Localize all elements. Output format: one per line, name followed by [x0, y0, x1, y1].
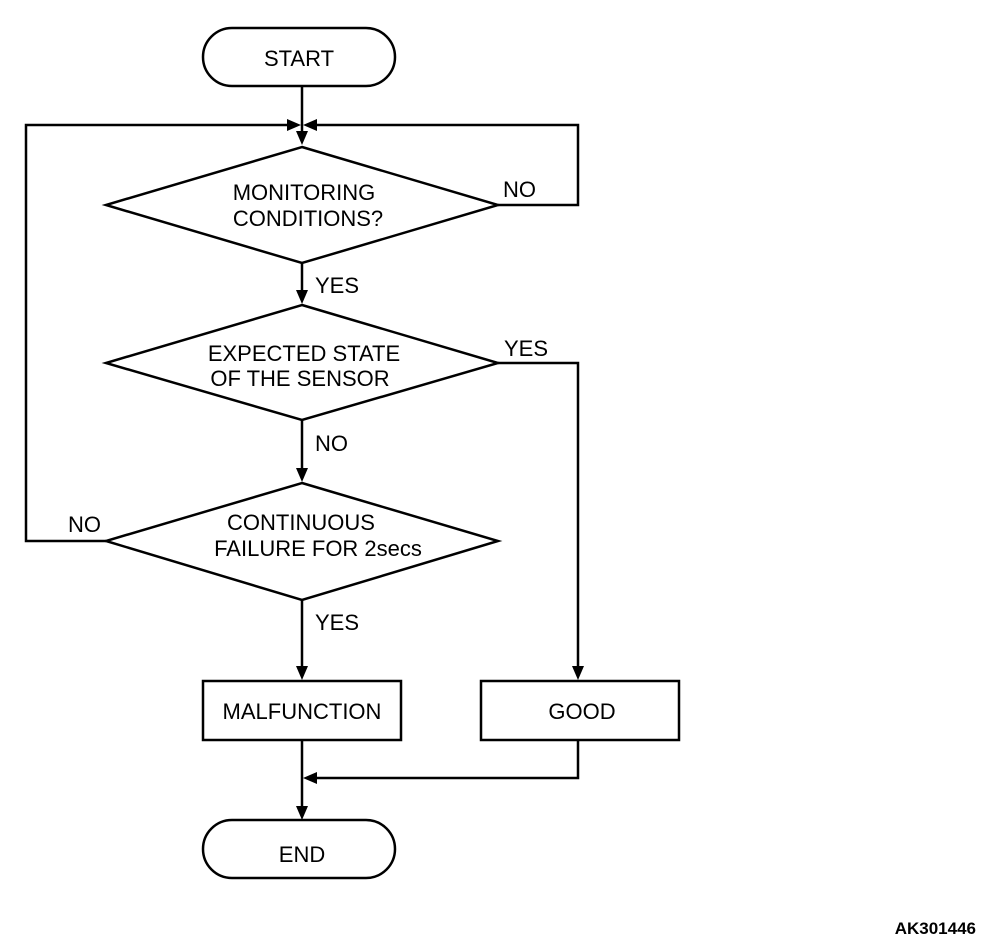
continuous-label-line2: FAILURE FOR 2secs: [214, 536, 422, 561]
expected-no-label: NO: [315, 431, 348, 456]
reference-code: AK301446: [895, 919, 976, 938]
expected-label-line2: OF THE SENSOR: [210, 366, 389, 391]
good-box: [479, 679, 681, 742]
arrow-into-end: [296, 806, 308, 820]
arrow-good-join: [303, 772, 317, 784]
good-label: GOOD: [548, 699, 615, 724]
end-label: END: [279, 842, 325, 867]
connector-monitoring-no-loop: [316, 123, 580, 207]
monitoring-no-label: NO: [503, 177, 536, 202]
continuous-failure-decision: [101, 481, 503, 602]
arrow-into-good: [572, 666, 584, 680]
arrow-into-monitoring: [296, 131, 308, 145]
continuous-no-label: NO: [68, 512, 101, 537]
start-label: START: [264, 46, 334, 71]
monitoring-yes-label: YES: [315, 273, 359, 298]
monitoring-label-line1: MONITORING: [233, 180, 376, 205]
expected-state-decision: [101, 303, 503, 422]
monitoring-label-line2: CONDITIONS?: [233, 206, 383, 231]
start-terminal: [201, 26, 397, 88]
connector-continuous-no-loop: [24, 123, 288, 543]
malfunction-box: [201, 679, 403, 742]
arrow-into-malfunction: [296, 666, 308, 680]
expected-label-line1: EXPECTED STATE: [208, 341, 400, 366]
monitoring-decision: [101, 145, 503, 265]
end-terminal: [201, 818, 397, 880]
connector-good-join: [316, 740, 580, 780]
arrow-monitoring-no-return: [303, 119, 317, 131]
connector-expected-yes: [498, 361, 580, 672]
expected-yes-label: YES: [504, 336, 548, 361]
continuous-yes-label: YES: [315, 610, 359, 635]
arrow-into-expected: [296, 290, 308, 304]
arrow-into-continuous: [296, 468, 308, 482]
malfunction-label: MALFUNCTION: [223, 699, 382, 724]
arrow-continuous-no-return: [287, 119, 301, 131]
continuous-label-line1: CONTINUOUS: [227, 510, 375, 535]
